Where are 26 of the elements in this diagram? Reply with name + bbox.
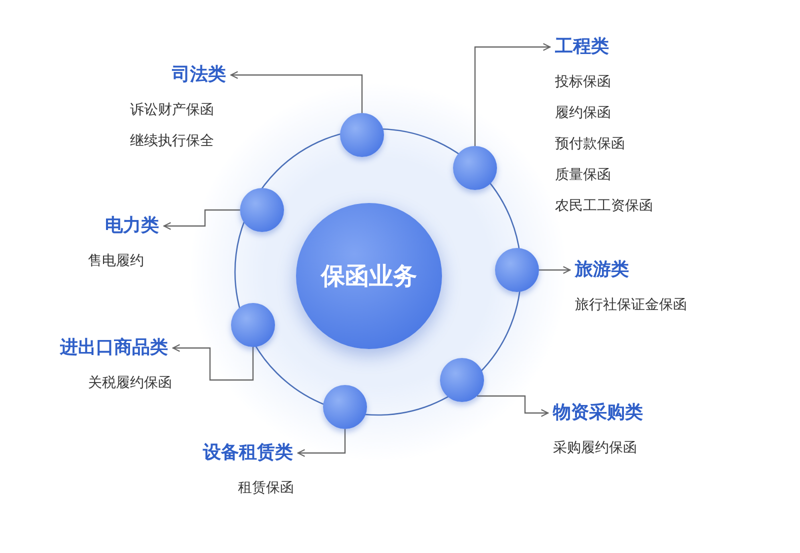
item-text: 继续执行保全 [130,132,214,151]
item-text: 履约保函 [555,104,611,123]
item-text: 售电履约 [88,252,144,271]
item-text: 投标保函 [555,73,611,92]
arrow [539,266,571,274]
item-text: 质量保函 [555,166,611,185]
arrow [474,43,551,146]
category-heading: 司法类 [172,64,226,86]
arrow [230,71,363,113]
item-text: 诉讼财产保函 [130,101,214,120]
arrow [163,209,240,230]
item-text: 预付款保函 [555,135,625,154]
arrow [172,344,254,381]
item-text: 关税履约保函 [88,374,172,393]
category-heading: 进出口商品类 [60,337,168,359]
item-text: 租赁保函 [238,479,294,498]
category-heading: 设备租赁类 [203,442,293,464]
item-text: 农民工工资保函 [555,197,653,216]
arrow [297,429,346,457]
category-heading: 电力类 [105,215,159,237]
arrow [476,395,549,417]
item-text: 采购履约保函 [553,439,637,458]
category-heading: 物资采购类 [553,402,643,424]
category-heading: 旅游类 [575,259,629,281]
category-heading: 工程类 [555,36,609,58]
item-text: 旅行社保证金保函 [575,296,687,315]
